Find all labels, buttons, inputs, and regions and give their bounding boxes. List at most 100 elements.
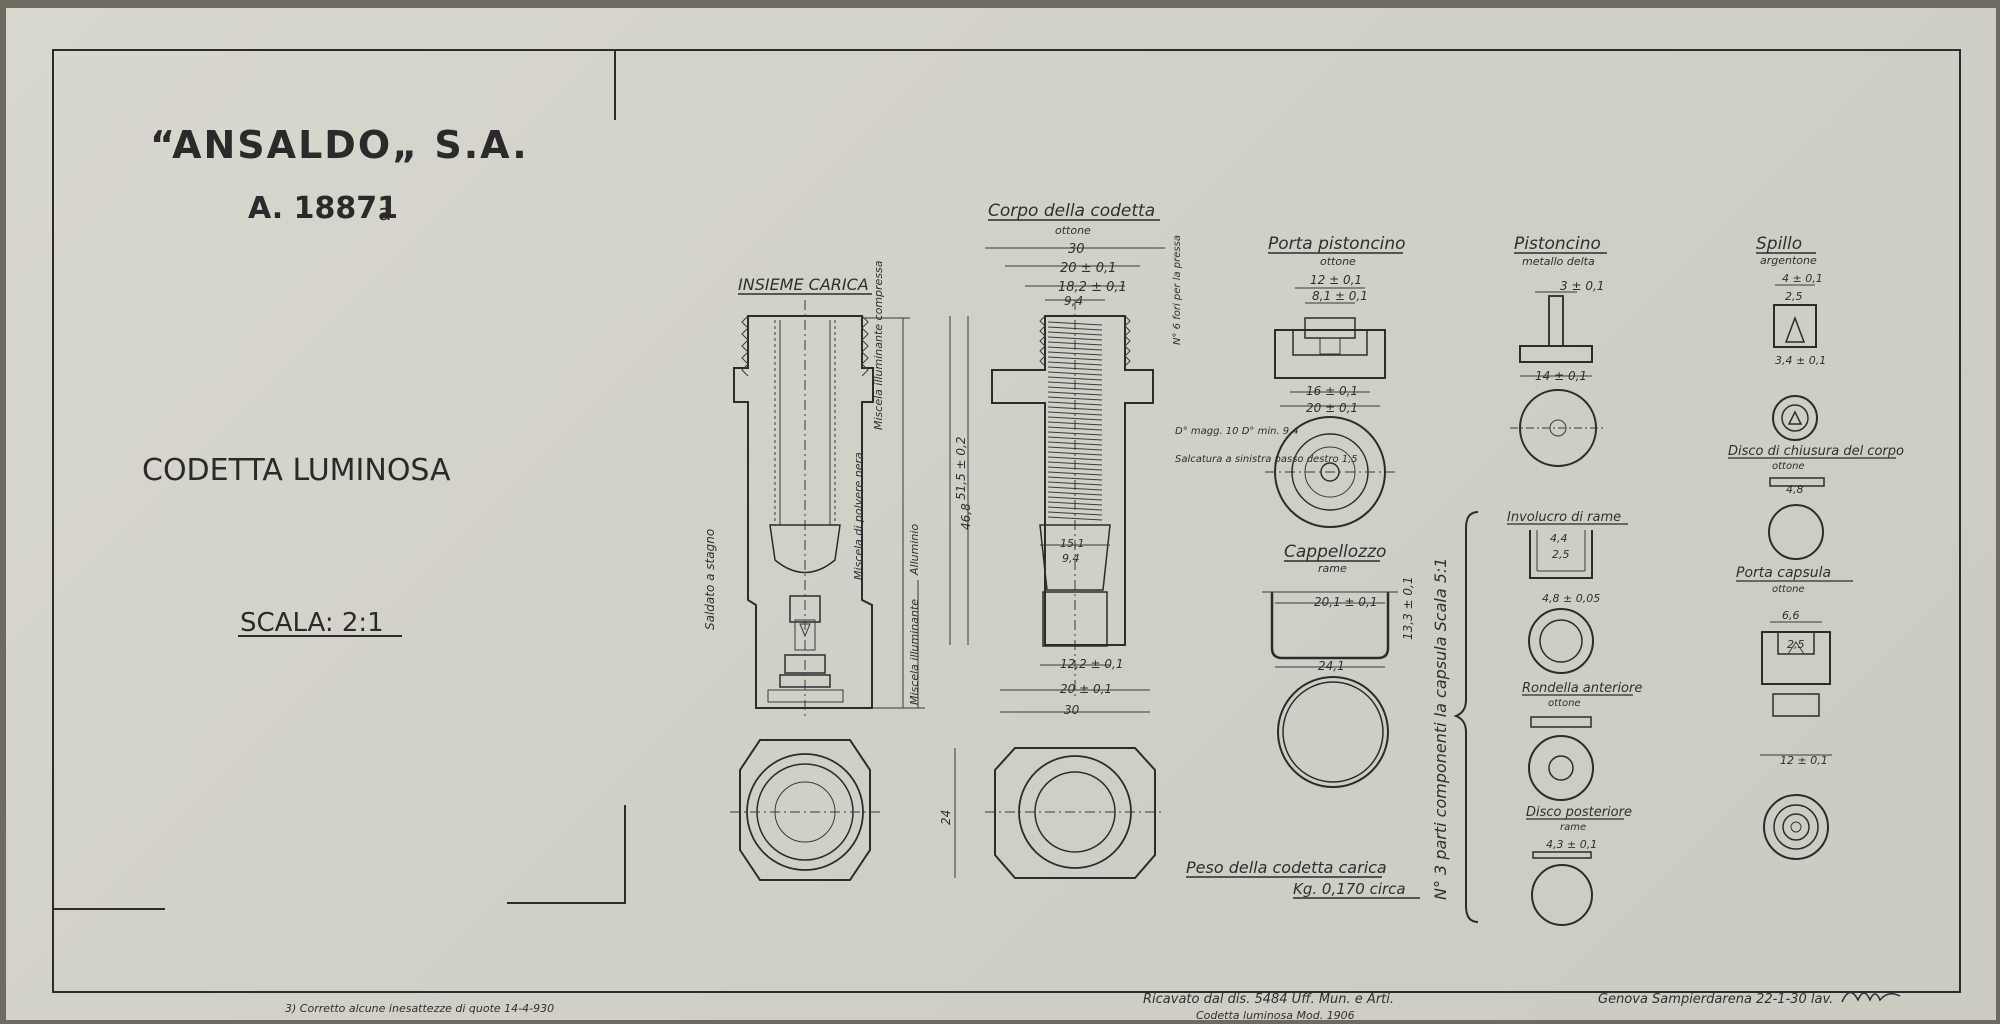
weight-value: Kg. 0,170 circa xyxy=(1293,880,1406,898)
ph-dim-12: 12 ± 0,1 xyxy=(1310,273,1362,287)
casing-view: Involucro di rame 4,4 2,5 4,8 ± 0,05 xyxy=(1507,510,1628,674)
thread-line xyxy=(1047,351,1103,356)
capsule-dim-6-6: 6,6 xyxy=(1782,609,1800,622)
front-washer-material: ottone xyxy=(1548,698,1581,709)
dim-30b: 30 xyxy=(1064,703,1080,717)
pin-view: Spillo argentone 4 ± 0,1 2,5 3,4 ± 0,1 xyxy=(1756,234,1826,441)
dim-24: 24 xyxy=(939,810,953,825)
rear-disc-material: rame xyxy=(1560,822,1586,833)
closure-disc-dim: 4,8 xyxy=(1786,483,1804,496)
closure-disc-view: Disco di chiusura del corpo ottone 4,8 xyxy=(1728,444,1904,560)
capsule-holder-material: ottone xyxy=(1772,584,1805,595)
ph-dim-8-1: 8,1 ± 0,1 xyxy=(1312,289,1368,303)
piston-title: Pistoncino xyxy=(1514,234,1601,254)
thread-line xyxy=(1047,411,1103,416)
revision-note: 3) Corretto alcune inesattezze di quote … xyxy=(285,1002,554,1015)
drawing-border xyxy=(52,49,1961,993)
thread-line xyxy=(1047,396,1103,401)
piston-dim-3: 3 ± 0,1 xyxy=(1560,279,1604,293)
piston-material: metallo delta xyxy=(1522,255,1595,268)
dim-18-2: 18,2 ± 0,1 xyxy=(1058,280,1127,295)
weight-label: Peso della codetta carica xyxy=(1186,858,1387,877)
piston-dim-14: 14 ± 0,1 xyxy=(1535,369,1587,383)
capsule-holder-view: Porta capsula ottone 6,6 2,5 12 ± 0,1 xyxy=(1736,565,1853,860)
scale-label: SCALA: 2:1 xyxy=(240,608,384,638)
thread-line xyxy=(1047,391,1103,396)
dim-9-4b: 9,4 xyxy=(1062,552,1080,565)
signature xyxy=(1841,991,1901,1003)
pin-dim-4: 4 ± 0,1 xyxy=(1782,272,1823,285)
ph-dim-20: 20 ± 0,1 xyxy=(1306,401,1358,415)
thread-line xyxy=(1047,416,1103,421)
traced-from-note: Ricavato dal dis. 5484 Uff. Mun. e Arti. xyxy=(1143,992,1394,1007)
thread-line xyxy=(1047,451,1103,456)
cap-title: Cappellozzo xyxy=(1284,542,1386,562)
body-title: Corpo della codetta xyxy=(988,201,1155,221)
signature-date: Genova Sampierdarena 22-1-30 lav. xyxy=(1598,992,1833,1007)
piston-holder-title: Porta pistoncino xyxy=(1268,234,1406,254)
rear-disc-dim: 4,3 ± 0,1 xyxy=(1546,838,1597,851)
thread-line xyxy=(1047,376,1103,381)
piston-view: Pistoncino metallo delta 3 ± 0,1 14 ± 0,… xyxy=(1510,234,1607,467)
piston-holder-view: Porta pistoncino ottone 12 ± 0,1 8,1 ± 0… xyxy=(1265,234,1406,528)
front-washer-title: Rondella anteriore xyxy=(1522,681,1642,696)
traced-from-note-2: Codetta luminosa Mod. 1906 xyxy=(1196,1009,1355,1022)
note-aluminium: Alluminio xyxy=(908,524,921,576)
cap-view: Cappellozzo rame 20,1 ± 0,1 24,1 13,3 ± … xyxy=(1262,542,1415,788)
thread-line xyxy=(1047,476,1103,481)
dim-46-8: 46,8 xyxy=(959,503,973,530)
front-washer-view: Rondella anteriore ottone xyxy=(1522,681,1642,801)
cap-dim-24-1: 24,1 xyxy=(1318,659,1345,673)
thread-line xyxy=(1047,431,1103,436)
closure-disc-material: ottone xyxy=(1772,461,1805,472)
drawing-number: A. 18871 xyxy=(248,191,398,226)
thread-line xyxy=(1047,336,1103,341)
thread-line xyxy=(1047,471,1103,476)
thread-line xyxy=(1047,356,1103,361)
note-illuminant: Miscela illuminante xyxy=(908,599,921,705)
cap-material: rame xyxy=(1318,562,1347,575)
thread-line xyxy=(1047,516,1103,521)
body-section-view: Corpo della codetta ottone 30 20 ± 0,1 1… xyxy=(939,201,1358,879)
dim-51-5: 51,5 ± 0,2 xyxy=(954,437,968,501)
thread-line xyxy=(1047,511,1103,516)
casing-dim-2-5: 2,5 xyxy=(1552,548,1570,561)
thread-line xyxy=(1047,371,1103,376)
assembly-title: INSIEME CARICA xyxy=(738,275,869,294)
drawing-suffix: a xyxy=(378,201,391,226)
dim-9-4: 9,4 xyxy=(1064,294,1083,308)
casing-dim-4-4: 4,4 xyxy=(1550,532,1568,545)
closure-disc-title: Disco di chiusura del corpo xyxy=(1728,444,1904,459)
cap-dim-13-3: 13,3 ± 0,1 xyxy=(1401,577,1415,641)
thread-line xyxy=(1047,491,1103,496)
capsule-holder-title: Porta capsula xyxy=(1736,565,1831,581)
drawing-title: CODETTA LUMINOSA xyxy=(142,453,451,488)
cap-dim-20-1: 20,1 ± 0,1 xyxy=(1314,595,1378,609)
dim-12-2: 12,2 ± 0,1 xyxy=(1060,657,1124,671)
note-powder: Miscela di polvere nera xyxy=(852,452,865,580)
rear-disc-title: Disco posteriore xyxy=(1526,805,1632,820)
body-holes-note: N° 6 fori per la pressa xyxy=(1172,235,1183,345)
thread-line xyxy=(1047,456,1103,461)
rear-disc-view: Disco posteriore rame 4,3 ± 0,1 xyxy=(1526,805,1632,926)
thread-line xyxy=(1047,331,1103,336)
company-name: “ANSALDO„ S.A. xyxy=(150,123,529,167)
thread-line xyxy=(1047,436,1103,441)
piston-holder-material: ottone xyxy=(1320,255,1356,268)
capsule-dim-2-5: 2,5 xyxy=(1787,638,1805,651)
components-note: N° 3 parti componenti la capsula Scala 5… xyxy=(1431,558,1450,900)
casing-dim-4-8: 4,8 ± 0,05 xyxy=(1542,592,1600,605)
casing-title: Involucro di rame xyxy=(1507,510,1621,525)
assembly-section-view: INSIEME CARICA Saldato a stagno Miscela … xyxy=(703,260,925,881)
pin-dim-3-4: 3,4 ± 0,1 xyxy=(1775,354,1826,367)
body-screw-note: Salcatura a sinistra passo destro 1,5 xyxy=(1175,454,1358,465)
pin-title: Spillo xyxy=(1756,234,1802,254)
dim-15-1: 15,1 xyxy=(1060,537,1085,550)
dim-20: 20 ± 0,1 xyxy=(1060,261,1116,276)
ph-dim-16: 16 ± 0,1 xyxy=(1306,384,1358,398)
capsule-dim-12: 12 ± 0,1 xyxy=(1780,754,1828,767)
drawing-sheet xyxy=(6,8,1996,1020)
body-thread-note: D° magg. 10 D° min. 9,4 xyxy=(1175,426,1299,437)
corner-mark-right xyxy=(507,805,626,904)
